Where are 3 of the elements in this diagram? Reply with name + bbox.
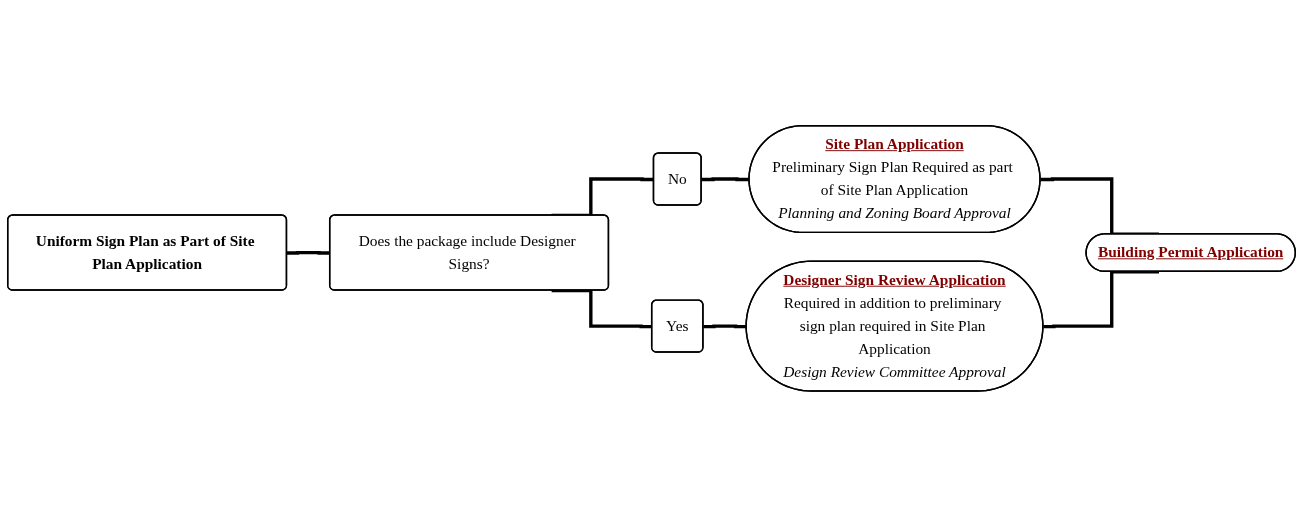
connector [703, 324, 747, 329]
connector [1043, 270, 1159, 329]
connector [701, 177, 750, 182]
